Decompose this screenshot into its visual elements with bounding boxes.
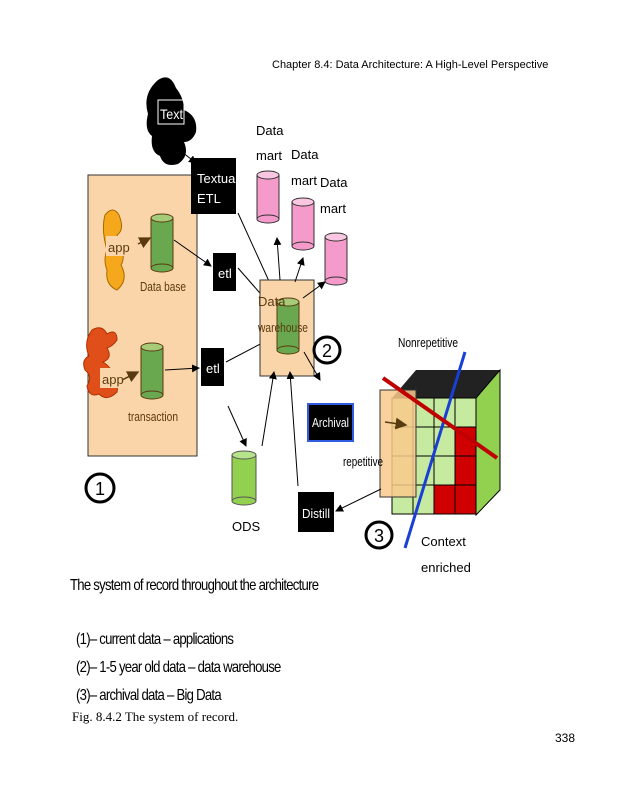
figure-caption: Fig. 8.4.2 The system of record. bbox=[72, 709, 239, 724]
cube-cell bbox=[454, 484, 477, 515]
data-mart-1 bbox=[256, 170, 280, 224]
context-enriched-label: Context enriched bbox=[421, 534, 471, 575]
textual-etl-box bbox=[191, 158, 236, 214]
cube-cell bbox=[433, 455, 456, 486]
warehouse-label: Data warehouse bbox=[257, 294, 308, 335]
marker-3-label: 3 bbox=[374, 526, 384, 546]
archival-label: Archival bbox=[312, 415, 349, 430]
list-item-3: (3)– archival data – Big Data bbox=[76, 687, 222, 704]
etl-box-2 bbox=[201, 348, 224, 386]
data-mart-label-3: Data mart bbox=[320, 175, 351, 216]
context-enriched-line bbox=[403, 351, 467, 549]
distill-label: Distill bbox=[302, 506, 330, 521]
nonrepetitive-line bbox=[381, 376, 499, 460]
caption-title: The system of record throughout the arch… bbox=[70, 577, 319, 594]
list-item-1: (1)– current data – applications bbox=[76, 631, 234, 648]
data-mart-label-1: Data mart bbox=[256, 123, 287, 163]
big-data-cube bbox=[379, 368, 501, 517]
repetitive-label: repetitive bbox=[343, 454, 383, 469]
etl-box-1 bbox=[213, 253, 236, 291]
marker-2-label: 2 bbox=[322, 341, 332, 361]
app-label-2: app bbox=[102, 372, 124, 387]
warehouse-cylinder bbox=[276, 297, 300, 355]
etl-label-1: etl bbox=[218, 266, 232, 281]
data-mart-label-2: Data mart bbox=[291, 147, 322, 188]
etl-label-2: etl bbox=[206, 361, 220, 376]
nonrepetitive-label: Nonrepetitive bbox=[398, 335, 458, 350]
cube-cell bbox=[433, 484, 456, 515]
transaction-label: transaction bbox=[128, 409, 178, 424]
textual-etl-label: Textual ETL bbox=[197, 171, 242, 206]
text-blob bbox=[146, 77, 197, 165]
text-blob-label: Text bbox=[160, 106, 183, 122]
database-cylinder bbox=[150, 213, 174, 273]
app-label-1: app bbox=[108, 240, 130, 255]
cube-cell bbox=[454, 397, 477, 428]
page-number: 338 bbox=[555, 731, 576, 745]
transaction-cylinder bbox=[140, 342, 164, 400]
chapter-header: Chapter 8.4: Data Architecture: A High-L… bbox=[272, 59, 549, 71]
marker-1-label: 1 bbox=[95, 479, 105, 499]
data-mart-3 bbox=[324, 232, 348, 286]
ods-label: ODS bbox=[232, 519, 261, 534]
marker-1 bbox=[84, 472, 116, 504]
distill-box bbox=[298, 492, 334, 532]
data-mart-2 bbox=[291, 197, 315, 251]
marker-2 bbox=[312, 335, 342, 365]
archival-box bbox=[307, 403, 354, 442]
list-item-2: (2)– 1-5 year old data – data warehouse bbox=[76, 659, 281, 676]
marker-3 bbox=[364, 520, 394, 550]
ods-cylinder bbox=[231, 450, 257, 506]
cube-cell bbox=[454, 455, 477, 486]
database-label: Data base bbox=[140, 279, 186, 294]
